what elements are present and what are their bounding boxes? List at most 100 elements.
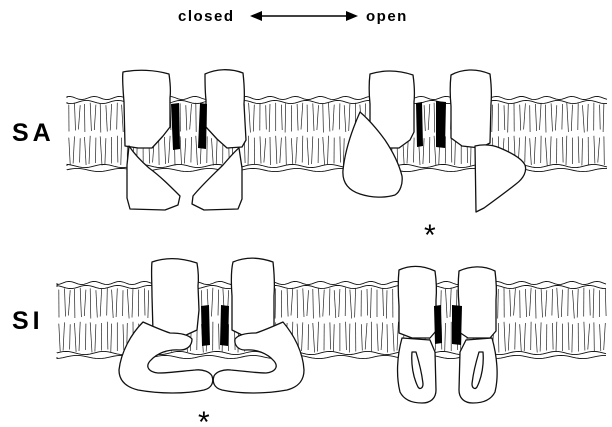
membrane-lipid-tick (515, 322, 516, 349)
sa-open-right-flap (475, 145, 526, 212)
sa-closed-left-subunit (123, 70, 171, 148)
membrane-lipid-tick (383, 288, 384, 316)
membrane-lipid-tick (381, 322, 383, 350)
membrane-lipid-tick (330, 322, 331, 349)
membrane-lipid-tick (169, 136, 171, 163)
membrane-lipid-tick (90, 103, 91, 131)
state-header: closed open (178, 8, 408, 25)
membrane-lipid-tick (577, 289, 578, 318)
membrane-lipid-tick (561, 290, 562, 317)
membrane-lipid-tick (123, 324, 124, 350)
membrane-lipid-tick (367, 289, 368, 316)
membrane-lipid-tick (100, 136, 102, 165)
membrane-lipid-tick (434, 136, 436, 166)
membrane-lipid-tick (520, 105, 521, 131)
membrane-lipid-tick (434, 103, 435, 133)
membrane-lipid-tick (568, 322, 569, 350)
membrane-lipid-tick (219, 324, 220, 350)
membrane-lipid-tick (605, 289, 606, 316)
membrane-lipid-tick (291, 138, 292, 164)
sa-open-gate-right (436, 101, 446, 148)
membrane-lipid-tick (110, 104, 111, 131)
membrane-lipid-tick (90, 322, 92, 352)
membrane-lipid-tick (524, 323, 525, 351)
membrane-lipid-tick (582, 138, 583, 165)
membrane-lipid-tick (498, 323, 499, 353)
membrane-lipid-tick (302, 136, 303, 163)
membrane-lipid-tick (59, 324, 60, 352)
membrane-lipid-tick (349, 324, 350, 353)
membrane-lipid-tick (566, 136, 567, 165)
membrane-lipid-tick (504, 322, 505, 352)
membrane-lipid-tick (563, 137, 564, 163)
double-arrow-icon (250, 11, 358, 21)
membrane-lipid-tick (583, 105, 585, 132)
membrane-lipid-tick (386, 290, 387, 318)
membrane-lipid-tick (212, 288, 213, 317)
membrane-lipid-tick (333, 324, 334, 352)
membrane-lipid-tick (525, 136, 526, 162)
membrane-lipid-tick (541, 288, 542, 317)
membrane-lipid-tick (95, 324, 96, 351)
membrane-lipid-tick (451, 138, 452, 162)
membrane-lipid-tick (287, 289, 288, 317)
si-open-channel (398, 266, 498, 403)
membrane-lipid-tick (111, 324, 112, 352)
membrane-lipid-tick (524, 103, 526, 129)
membrane-lipid-tick (339, 289, 340, 317)
membrane-lipid-tick (318, 322, 319, 352)
membrane-lipid-tick (323, 104, 324, 133)
membrane-lipid-tick (303, 288, 304, 317)
si-closed-marker: * (198, 406, 210, 427)
membrane-lipid-tick (260, 136, 261, 163)
membrane-lipid-tick (313, 103, 314, 131)
membrane-lipid-tick (117, 103, 118, 130)
membrane-lipid-tick (164, 137, 165, 164)
membrane-lipid-tick (68, 290, 70, 315)
membrane-lipid-tick (557, 288, 559, 318)
membrane-lipid-tick (79, 322, 80, 351)
membrane-lipid-tick (339, 103, 340, 129)
membrane-lipid-tick (312, 136, 313, 164)
membrane-lipid-tick (514, 288, 516, 315)
membrane-lipid-tick (414, 138, 415, 163)
row-label-si: SI (12, 307, 44, 335)
membrane-lipid-tick (313, 323, 315, 353)
membrane-lipid-tick (127, 289, 129, 319)
membrane-lipid-tick (80, 138, 81, 162)
membrane-lipid-tick (94, 105, 96, 130)
membrane-lipid-tick (307, 290, 309, 316)
membrane-lipid-tick (301, 103, 303, 130)
si-open-right-lower (459, 338, 497, 403)
row-label-sa: SA (12, 119, 55, 147)
sa-open-gate-left (416, 102, 423, 147)
membrane-lipid-tick (344, 105, 346, 132)
membrane-lipid-tick (552, 289, 553, 316)
membrane-lipid-tick (276, 136, 277, 164)
membrane-lipid-tick (492, 105, 493, 132)
membrane-lipid-tick (578, 136, 579, 163)
membrane-lipid-tick (96, 290, 97, 317)
membrane-lipid-tick (571, 105, 572, 131)
membrane-lipid-tick (63, 322, 64, 350)
membrane-lipid-tick (216, 137, 217, 165)
membrane-lipid-tick (424, 105, 425, 131)
membrane-lipid-tick (573, 290, 575, 318)
si-open-left-subunit (398, 266, 436, 338)
membrane-lipid-tick (80, 288, 81, 317)
membrane-lipid-tick (508, 324, 509, 351)
membrane-lipid-tick (397, 322, 398, 351)
si-closed-gate-right (220, 305, 229, 346)
membrane-lipid-tick (286, 136, 287, 165)
membrane-lipid-tick (350, 290, 352, 319)
sa-closed-right-flap (192, 148, 242, 210)
membrane-lipid-tick (249, 103, 251, 133)
membrane-edge (57, 281, 606, 284)
membrane-lipid-tick (555, 105, 556, 130)
membrane-lipid-tick (562, 104, 563, 130)
membrane-lipid-tick (525, 289, 526, 317)
membrane-lipid-tick (535, 324, 537, 353)
membrane-lipid-tick (510, 290, 511, 317)
membrane-lipid-tick (540, 103, 542, 130)
